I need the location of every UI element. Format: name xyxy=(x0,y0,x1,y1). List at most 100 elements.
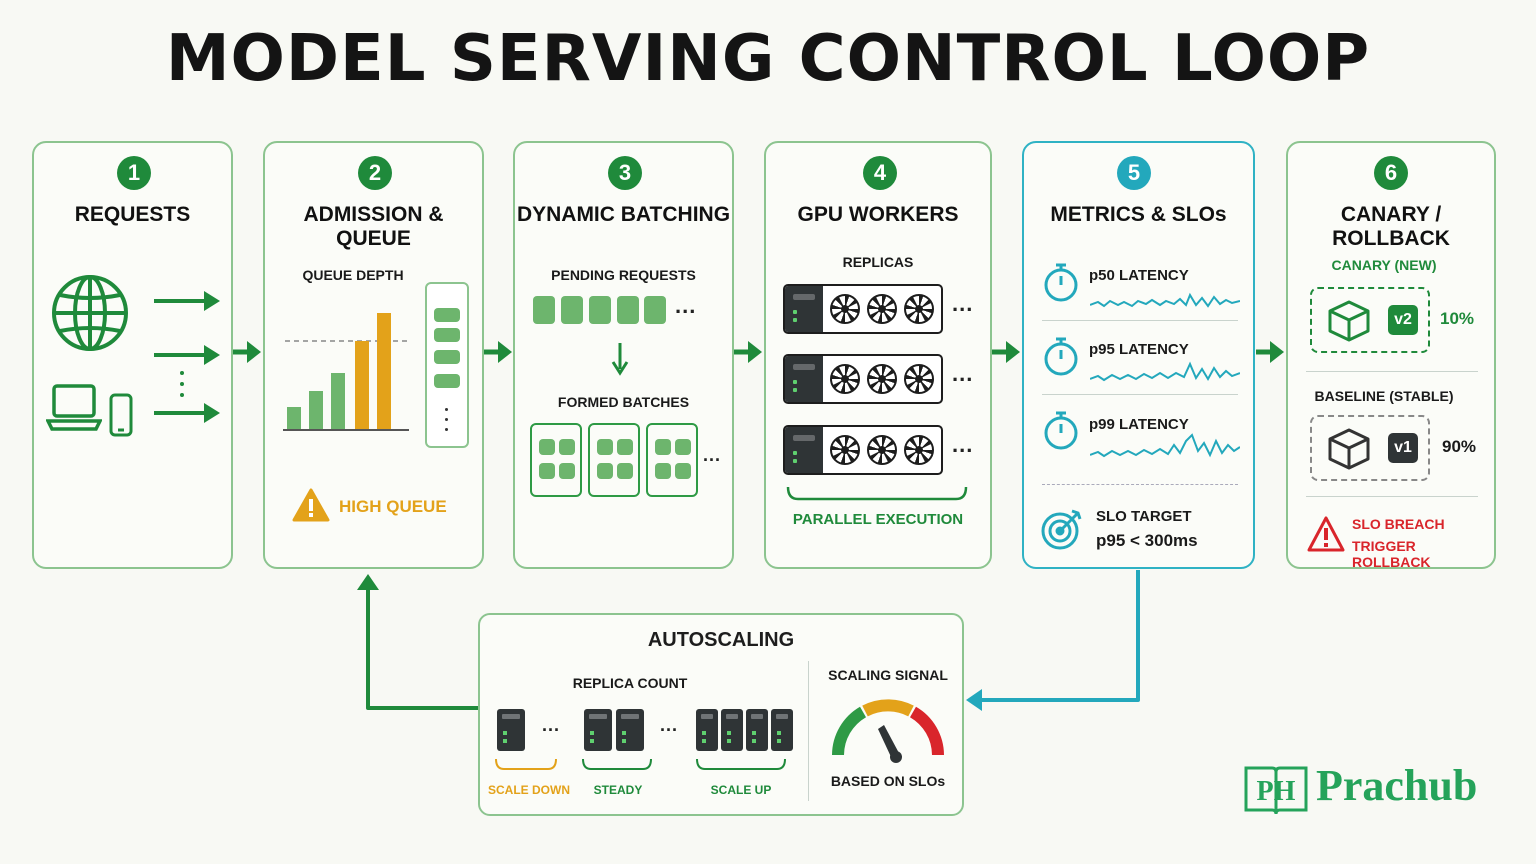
baseline-box: v1 xyxy=(1310,415,1430,481)
phone-icon xyxy=(109,393,133,437)
flow-arrow-5-6 xyxy=(1256,341,1284,363)
card-title-metrics: METRICS & SLOs xyxy=(1050,203,1227,226)
target-icon xyxy=(1041,509,1082,550)
server-icon xyxy=(746,709,768,751)
cube-icon xyxy=(1328,300,1370,342)
step-number-3: 3 xyxy=(608,156,642,190)
gpu-server-icon xyxy=(783,284,943,334)
feedback-arrows xyxy=(357,570,1140,711)
flow-arrow-1-2 xyxy=(233,341,261,363)
bracket-scale-down xyxy=(495,759,557,770)
pending-request xyxy=(589,296,611,324)
slo-breach-label: SLO BREACH xyxy=(1352,516,1445,532)
scaling-signal-label: SCALING SIGNAL xyxy=(828,667,948,683)
brand-name: Prachub xyxy=(1316,761,1478,810)
server-icon xyxy=(497,709,525,751)
page-title: MODEL SERVING CONTROL LOOP xyxy=(165,22,1371,96)
trigger-rollback-label: TRIGGER ROLLBACK xyxy=(1352,538,1431,570)
step-number-5: 5 xyxy=(1117,156,1151,190)
ellipsis: ... xyxy=(952,432,974,457)
baseline-percent: 90% xyxy=(1442,437,1477,456)
pending-request xyxy=(533,296,555,324)
card-title-admission: ADMISSION & QUEUE xyxy=(303,203,444,250)
step-number-1: 1 xyxy=(117,156,151,190)
card-dynamic-batching: 3 DYNAMIC BATCHING PENDING REQUESTS ... … xyxy=(513,141,734,569)
high-queue-alert: HIGH QUEUE xyxy=(339,497,447,516)
sparkline xyxy=(1090,361,1240,382)
gpu-server-icon xyxy=(783,354,943,404)
server-icon xyxy=(616,709,644,751)
slo-target-value: p95 < 300ms xyxy=(1096,531,1198,550)
queue-depth-label: QUEUE DEPTH xyxy=(302,267,404,283)
flow-arrow-3-4 xyxy=(734,341,762,363)
laptop-icon xyxy=(46,384,102,431)
autoscaling-panel: AUTOSCALING REPLICA COUNT ... ... SCALE … xyxy=(478,613,964,816)
stopwatch-icon xyxy=(1044,411,1078,450)
autoscaling-title: AUTOSCALING xyxy=(647,629,795,651)
cube-icon xyxy=(1328,428,1370,470)
prachub-book-icon: PH xyxy=(1244,766,1308,815)
pending-requests-label: PENDING REQUESTS xyxy=(551,267,696,283)
ellipsis: ... xyxy=(660,715,679,735)
alert-triangle-icon xyxy=(1307,516,1345,552)
batch-group xyxy=(588,423,640,497)
ellipsis: ... xyxy=(952,361,974,386)
sparkline xyxy=(1090,292,1240,308)
gauge-icon xyxy=(832,699,944,763)
p95-latency-label: p95 LATENCY xyxy=(1089,341,1189,358)
ellipsis: ... xyxy=(542,715,561,735)
down-arrow-icon xyxy=(611,343,629,376)
pending-request xyxy=(561,296,583,324)
flow-arrow-2-3 xyxy=(484,341,512,363)
queue-depth-chart xyxy=(283,313,409,431)
bracket-scale-up xyxy=(696,759,786,770)
p99-latency-label: p99 LATENCY xyxy=(1089,416,1189,433)
canary-label: CANARY (NEW) xyxy=(1331,257,1437,273)
warning-icon xyxy=(292,488,330,522)
step-number-2: 2 xyxy=(358,156,392,190)
card-title-canary: CANARY / ROLLBACK xyxy=(1332,203,1450,250)
card-metrics-slos: 5 METRICS & SLOs p50 LATENCY p95 LATENCY… xyxy=(1022,141,1255,569)
request-arrows xyxy=(154,291,220,423)
based-on-slos-label: BASED ON SLOs xyxy=(830,773,946,789)
server-icon xyxy=(721,709,743,751)
formed-batches-label: FORMED BATCHES xyxy=(557,394,690,410)
baseline-label: BASELINE (STABLE) xyxy=(1314,388,1454,404)
card-admission-queue: 2 ADMISSION & QUEUE QUEUE DEPTH HIGH QUE… xyxy=(263,141,484,569)
scale-up-label: SCALE UP xyxy=(710,783,772,797)
server-icon xyxy=(771,709,793,751)
ellipsis: ... xyxy=(952,291,974,316)
ellipsis: ... xyxy=(675,293,697,318)
card-title-batching: DYNAMIC BATCHING xyxy=(516,203,731,226)
replica-count-label: REPLICA COUNT xyxy=(572,675,688,691)
ellipsis: ... xyxy=(703,445,722,465)
slo-target-label: SLO TARGET xyxy=(1096,508,1192,525)
batch-group xyxy=(530,423,582,497)
canary-percent: 10% xyxy=(1440,309,1475,328)
batch-group xyxy=(646,423,698,497)
globe-icon xyxy=(52,275,128,351)
stopwatch-icon xyxy=(1044,337,1078,376)
card-title-requests: REQUESTS xyxy=(74,203,191,226)
canary-box: v2 xyxy=(1310,287,1430,353)
svg-text:PH: PH xyxy=(1257,776,1296,807)
card-title-gpu-workers: GPU WORKERS xyxy=(797,203,959,226)
card-gpu-workers: 4 GPU WORKERS REPLICAS ... ... ... PARAL… xyxy=(764,141,992,569)
card-requests: 1 REQUESTS xyxy=(32,141,233,569)
pending-request xyxy=(644,296,666,324)
card-canary-rollback: 6 CANARY / ROLLBACK CANARY (NEW) v2 10% … xyxy=(1286,141,1496,570)
server-icon xyxy=(584,709,612,751)
bracket-steady xyxy=(582,759,652,770)
scale-down-label: SCALE DOWN xyxy=(488,783,570,797)
p50-latency-label: p50 LATENCY xyxy=(1089,267,1189,284)
steady-label: STEADY xyxy=(593,783,643,797)
version-badge-v2: v2 xyxy=(1388,305,1418,335)
bracket xyxy=(786,486,968,501)
step-number-4: 4 xyxy=(863,156,897,190)
divider xyxy=(808,661,809,801)
version-badge-v1: v1 xyxy=(1388,433,1418,463)
server-icon xyxy=(696,709,718,751)
flow-arrow-4-5 xyxy=(992,341,1020,363)
step-number-6: 6 xyxy=(1374,156,1408,190)
stopwatch-icon xyxy=(1044,263,1078,302)
